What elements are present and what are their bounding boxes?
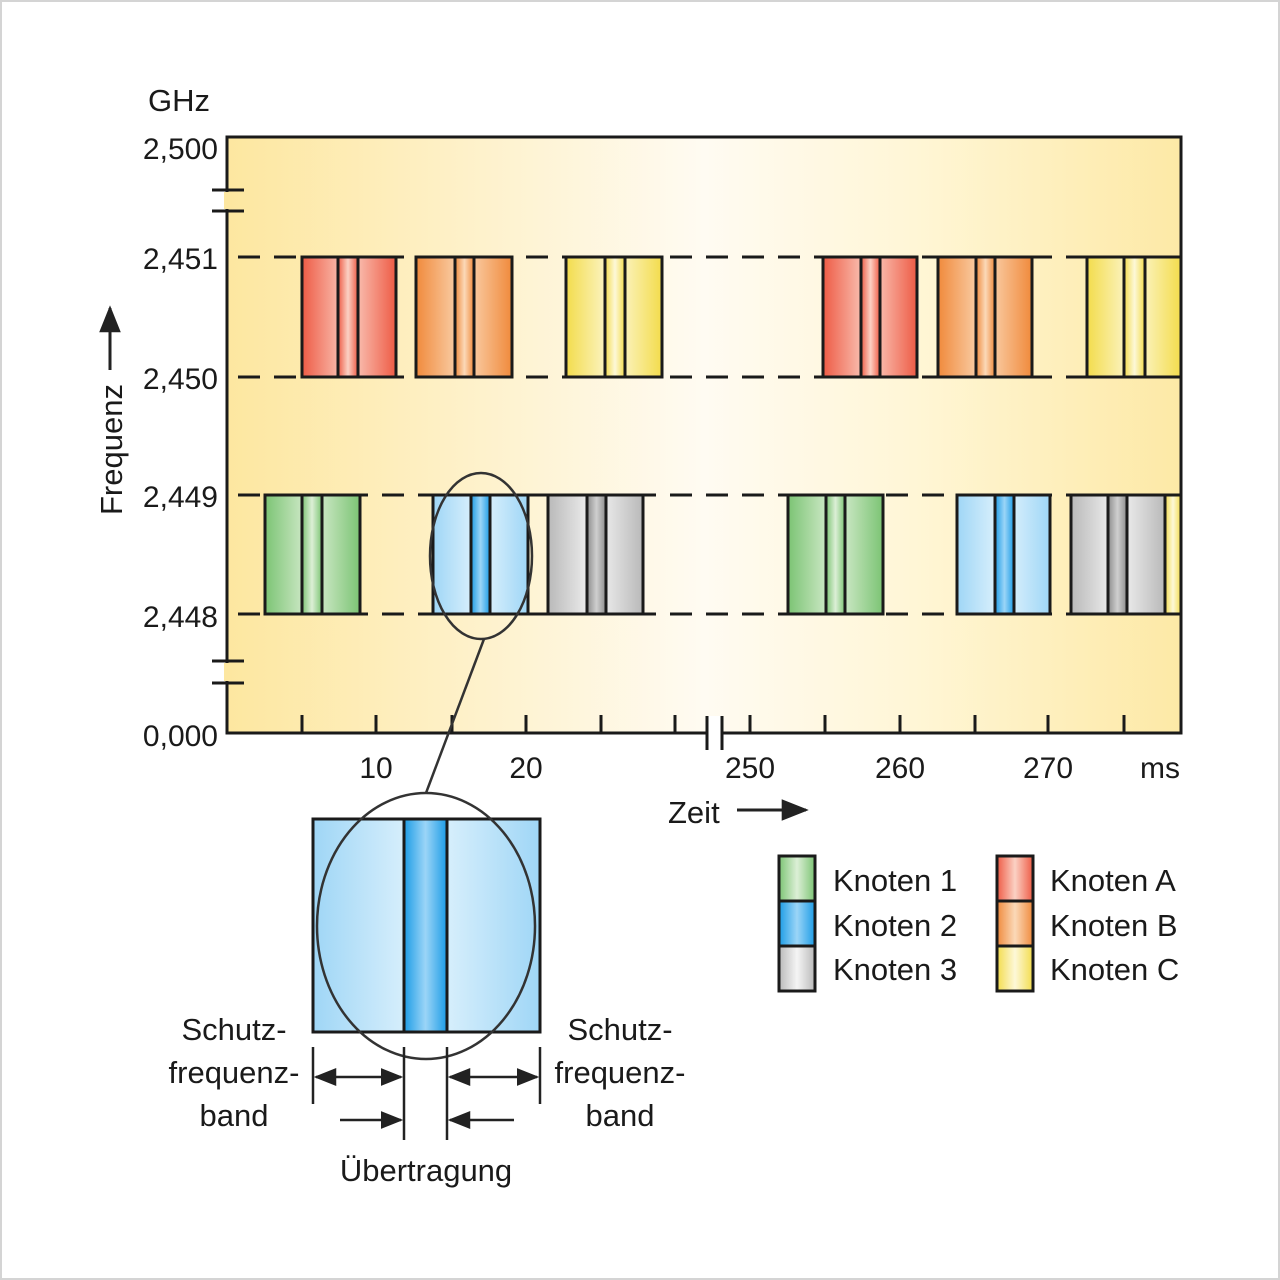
transmission-label: Übertragung — [340, 1153, 512, 1188]
x-axis-label: Zeit — [668, 795, 720, 830]
hop-blocks — [263, 255, 1183, 616]
highlight-ellipse — [428, 471, 534, 641]
legend-swatch — [995, 944, 1035, 993]
x-tick-label: 20 — [509, 752, 542, 785]
y-tick-label: 2,500 — [143, 133, 218, 166]
hop-block-knoten-3 — [1069, 493, 1167, 616]
y-axis-break-top — [212, 188, 244, 213]
x-tick-label: 250 — [725, 752, 775, 785]
label-line: frequenz- — [169, 1055, 300, 1090]
guard-band-right-label: Schutz- frequenz- band — [555, 1012, 686, 1133]
hop-block-knoten-2 — [431, 493, 530, 616]
hop-block-knoten-1 — [786, 493, 885, 616]
legend-swatch — [777, 899, 817, 948]
x-tick-label: 270 — [1023, 752, 1073, 785]
hop-block-knoten-2 — [955, 493, 1052, 616]
label-line: band — [586, 1098, 655, 1133]
y-tick-label: 2,449 — [143, 481, 218, 514]
detail-dimension-lines — [311, 1047, 542, 1140]
y-tick-label: 2,450 — [143, 363, 218, 396]
hop-block-knoten-a — [821, 255, 919, 379]
y-axis-label: Frequenz — [94, 384, 129, 515]
x-axis-break — [705, 716, 724, 750]
legend-label: Knoten 2 — [833, 908, 957, 943]
legend-swatch — [995, 899, 1035, 948]
legend-label: Knoten A — [1050, 863, 1176, 898]
label-line: frequenz- — [555, 1055, 686, 1090]
legend-swatch — [995, 854, 1035, 903]
hop-block-knoten-1 — [263, 493, 362, 616]
label-line: band — [200, 1098, 269, 1133]
hop-block-knoten-c — [564, 255, 664, 379]
x-axis-tick-labels: 10 20 250 260 270 — [359, 752, 1073, 785]
y-tick-label: 2,448 — [143, 601, 218, 634]
x-tick-label: 10 — [359, 752, 392, 785]
y-tick-label: 0,000 — [143, 720, 218, 753]
guard-band-left-label: Schutz- frequenz- band — [169, 1012, 300, 1133]
legend-label: Knoten C — [1050, 952, 1179, 987]
legend-swatch — [777, 944, 817, 993]
detail-block — [311, 817, 542, 1034]
x-axis-unit: ms — [1140, 752, 1180, 785]
y-tick-label: 2,451 — [143, 243, 218, 276]
y-axis-unit: GHz — [148, 83, 210, 118]
legend: Knoten 1 Knoten 2 Knoten 3 Knoten A Knot… — [777, 854, 1179, 993]
hop-block-knoten-c — [1085, 255, 1183, 379]
y-axis-break-bottom — [212, 659, 244, 685]
legend-label: Knoten 3 — [833, 952, 957, 987]
hop-block-knoten-3 — [546, 493, 645, 616]
y-axis-tick-labels: 2,500 2,451 2,450 2,449 2,448 0,000 — [143, 133, 218, 753]
zoom-connector-line — [424, 638, 486, 794]
legend-label: Knoten B — [1050, 908, 1178, 943]
hop-block-knoten-b — [414, 255, 514, 379]
plot-area — [225, 135, 1183, 735]
detail-ellipse — [315, 791, 537, 1061]
label-line: Schutz- — [181, 1012, 286, 1047]
label-line: Schutz- — [567, 1012, 672, 1047]
legend-swatch — [777, 854, 817, 903]
x-tick-label: 260 — [875, 752, 925, 785]
hop-block-knoten-b — [936, 255, 1034, 379]
hop-block-knoten-c-partial — [1163, 493, 1183, 616]
x-axis-ticks — [300, 715, 1126, 733]
legend-label: Knoten 1 — [833, 863, 957, 898]
hop-block-knoten-a — [300, 255, 398, 379]
